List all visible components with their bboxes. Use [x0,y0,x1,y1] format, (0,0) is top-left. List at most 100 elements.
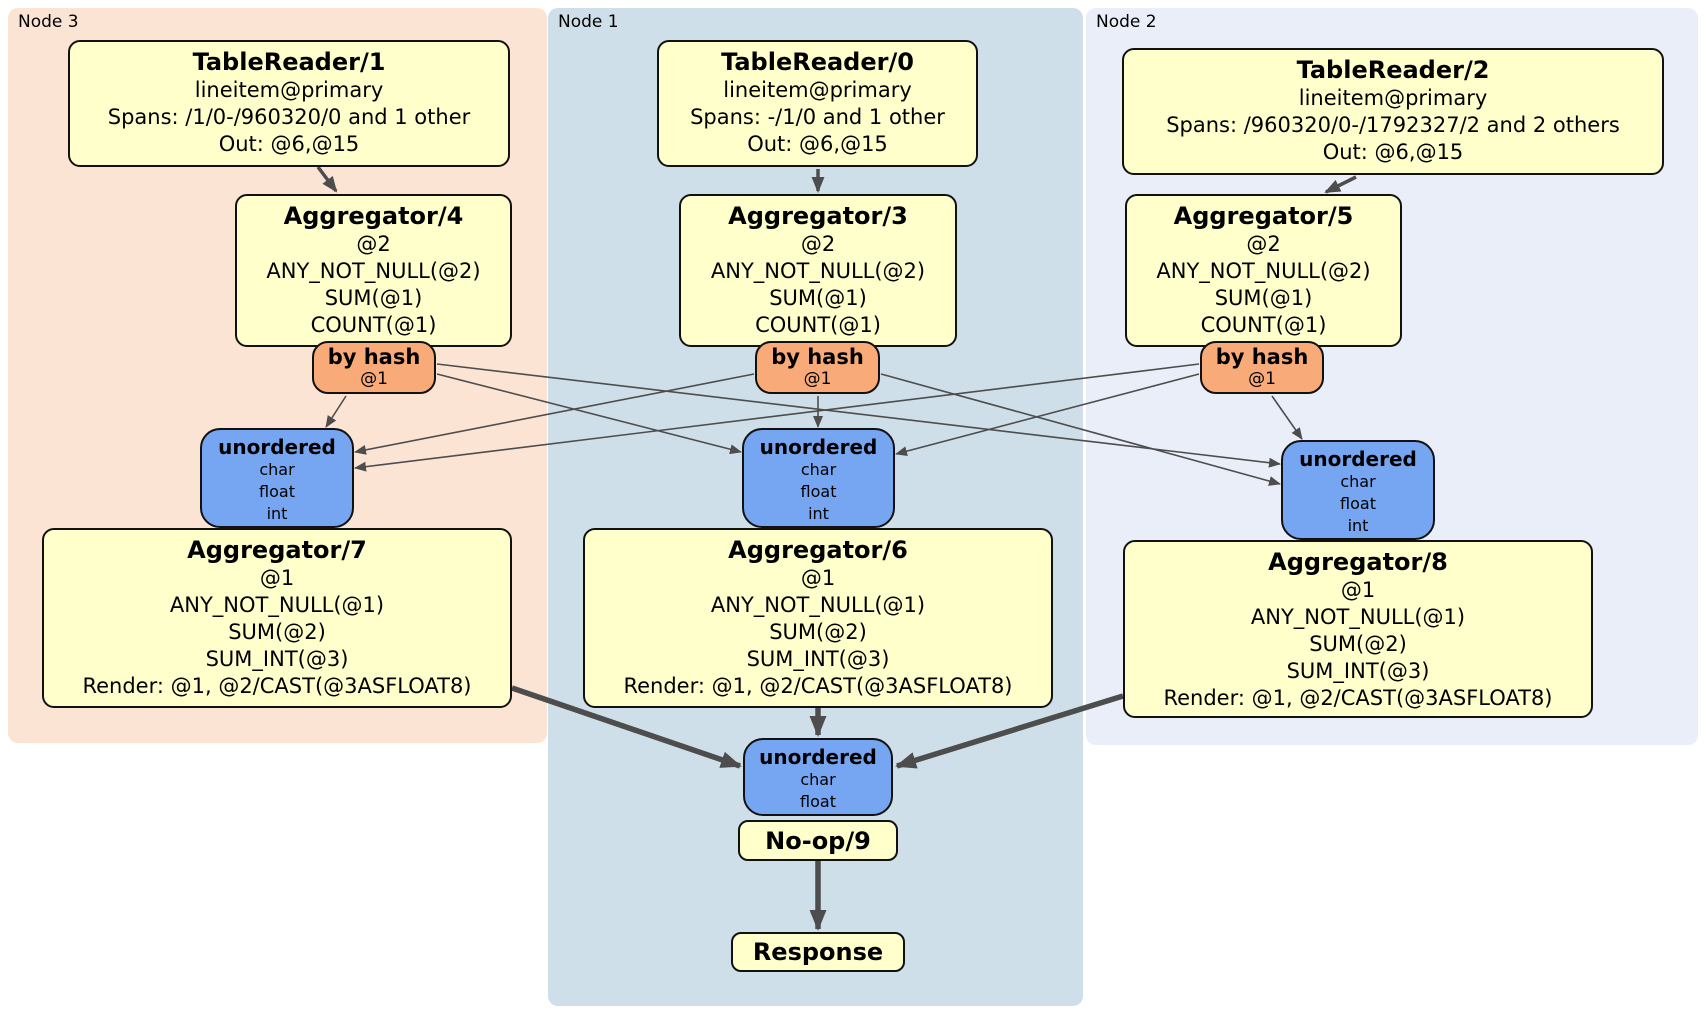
aggregator-6-title: Aggregator/6 [728,536,908,564]
tablereader-0-spans: Spans: -/1/0 and 1 other [690,105,945,129]
hash-router-node1-key: @1 [803,369,832,389]
unordered-sync-node2-title: unordered [1299,447,1417,471]
aggregator-7-fn3: SUM_INT(@3) [205,647,349,671]
aggregator-5-title: Aggregator/5 [1173,202,1354,230]
unordered-sync-node3: unordered char float int [200,428,354,528]
sync-type: char [259,460,295,479]
aggregator-5-fn2: SUM(@1) [1214,286,1313,310]
aggregator-4-group: @2 [356,232,391,256]
aggregator-4-title: Aggregator/4 [283,202,464,230]
tablereader-2-box: TableReader/2 lineitem@primary Spans: /9… [1122,48,1664,175]
aggregator-6-fn1: ANY_NOT_NULL(@1) [710,593,926,617]
unordered-sync-final-title: unordered [759,745,877,769]
tablereader-1-title: TableReader/1 [192,48,386,76]
unordered-sync-node1: unordered char float int [742,428,895,528]
edge-tr2-agg5 [1324,175,1357,194]
tablereader-2-index: lineitem@primary [1298,86,1488,110]
aggregator-6-render: Render: @1, @2/CAST(@3ASFLOAT8) [623,674,1013,698]
sync-type: char [1340,472,1376,491]
aggregator-8-fn1: ANY_NOT_NULL(@1) [1250,605,1466,629]
aggregator-4-box: Aggregator/4 @2 ANY_NOT_NULL(@2) SUM(@1)… [235,194,512,347]
aggregator-8-fn3: SUM_INT(@3) [1286,659,1430,683]
aggregator-6-box: Aggregator/6 @1 ANY_NOT_NULL(@1) SUM(@2)… [583,528,1053,708]
aggregator-3-box: Aggregator/3 @2 ANY_NOT_NULL(@2) SUM(@1)… [679,194,957,347]
aggregator-8-render: Render: @1, @2/CAST(@3ASFLOAT8) [1163,686,1553,710]
aggregator-3-group: @2 [800,232,836,256]
aggregator-7-group: @1 [259,566,295,590]
response-box: Response [731,932,905,972]
node2-label: Node 2 [1096,12,1157,32]
hash-router-node3-title: by hash [327,345,421,369]
aggregator-5-group: @2 [1246,232,1281,256]
sync-type: char [800,770,836,789]
sync-type: float [800,482,837,501]
sync-type: int [1347,516,1369,535]
aggregator-8-title: Aggregator/8 [1268,548,1448,576]
tablereader-0-box: TableReader/0 lineitem@primary Spans: -/… [657,40,978,167]
tablereader-1-spans: Spans: /1/0-/960320/0 and 1 other [107,105,471,129]
noop-9-title: No-op/9 [765,826,871,855]
hash-router-node1: by hash @1 [755,341,880,394]
aggregator-8-box: Aggregator/8 @1 ANY_NOT_NULL(@1) SUM(@2)… [1123,540,1593,718]
edge-hash1-sync2 [880,373,1281,486]
hash-router-node2: by hash @1 [1200,341,1324,394]
edge-hash3-sync2 [436,363,1281,468]
aggregator-3-fn2: SUM(@1) [769,286,867,310]
tablereader-1-index: lineitem@primary [194,78,384,102]
tablereader-0-title: TableReader/0 [721,48,914,76]
hash-router-node3-key: @1 [360,369,388,389]
aggregator-3-title: Aggregator/3 [728,202,908,230]
aggregator-4-fn3: COUNT(@1) [310,313,437,337]
aggregator-7-title: Aggregator/7 [187,536,367,564]
edge-hash3-sync3 [325,395,347,428]
sync-type: char [800,460,837,479]
unordered-sync-node2: unordered char float int [1281,440,1435,540]
tablereader-2-title: TableReader/2 [1296,56,1490,84]
hash-router-node2-title: by hash [1215,345,1309,369]
edge-agg8-syncfinal [895,693,1124,769]
aggregator-5-fn1: ANY_NOT_NULL(@2) [1156,259,1371,283]
node3-label: Node 3 [18,12,79,32]
unordered-sync-final: unordered char float [743,738,893,816]
edge-hash2-sync1 [895,373,1200,457]
aggregator-8-fn2: SUM(@2) [1309,632,1407,656]
sync-type: float [259,482,295,501]
aggregator-6-fn3: SUM_INT(@3) [746,647,890,671]
response-title: Response [752,938,884,966]
sync-type: float [800,792,836,811]
tablereader-0-index: lineitem@primary [723,78,912,102]
hash-router-node1-title: by hash [771,345,864,369]
aggregator-3-fn1: ANY_NOT_NULL(@2) [710,259,926,283]
edge-agg7-syncfinal [511,685,742,769]
aggregator-7-render: Render: @1, @2/CAST(@3ASFLOAT8) [82,674,472,698]
hash-router-node3: by hash @1 [312,341,436,394]
tablereader-1-box: TableReader/1 lineitem@primary Spans: /1… [68,40,510,167]
tablereader-2-out: Out: @6,@15 [1322,140,1464,164]
aggregator-6-fn2: SUM(@2) [769,620,867,644]
edge-hash2-sync3 [354,363,1200,472]
aggregator-7-fn1: ANY_NOT_NULL(@1) [169,593,385,617]
tablereader-1-out: Out: @6,@15 [218,132,360,156]
aggregator-6-group: @1 [800,566,836,590]
noop-9-box: No-op/9 [738,820,898,861]
tablereader-2-spans: Spans: /960320/0-/1792327/2 and 2 others [1166,113,1620,137]
aggregator-3-fn3: COUNT(@1) [755,313,881,337]
node1-label: Node 1 [558,12,619,32]
sync-type: int [266,504,288,523]
aggregator-8-group: @1 [1340,578,1376,602]
tablereader-0-out: Out: @6,@15 [747,132,888,156]
aggregator-7-box: Aggregator/7 @1 ANY_NOT_NULL(@1) SUM(@2)… [42,528,512,708]
aggregator-4-fn2: SUM(@1) [324,286,423,310]
sync-type: int [808,504,829,523]
edge-tr1-agg4 [316,165,338,193]
sync-type: float [1340,494,1376,513]
edge-hash3-sync1 [436,373,742,455]
aggregator-5-box: Aggregator/5 @2 ANY_NOT_NULL(@2) SUM(@1)… [1125,194,1402,347]
edge-hash1-sync3 [354,373,755,455]
edge-hash2-sync2 [1271,395,1303,440]
hash-router-node2-key: @1 [1248,369,1276,389]
aggregator-4-fn1: ANY_NOT_NULL(@2) [266,259,481,283]
aggregator-7-fn2: SUM(@2) [228,620,326,644]
